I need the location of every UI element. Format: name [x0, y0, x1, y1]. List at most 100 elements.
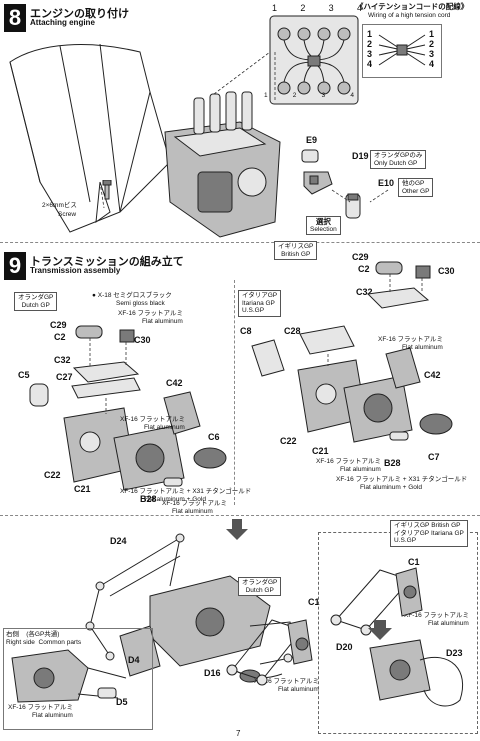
engine-block — [164, 121, 281, 238]
cylinder-number: 3 — [321, 92, 326, 99]
d19-note-jp: オランダGPのみ — [374, 152, 423, 159]
inset-number: 2 — [429, 39, 435, 49]
dutch-gp-note-step10: オランダGP Dutch GP — [238, 577, 282, 596]
gold-jp: XF-16 フラットアルミ + X31 チタンゴールド — [336, 476, 468, 483]
part-c1-label-right: C1 — [408, 557, 420, 567]
xf16-jp: XF-16 フラットアルミ — [120, 416, 185, 423]
part-c30-label-right: C30 — [438, 266, 455, 276]
xf16-jp: XF-16 フラットアルミ — [404, 612, 469, 619]
xf16-en: Flat aluminum — [144, 423, 185, 431]
inset-number: 2 — [367, 39, 373, 49]
part-d16-label: D16 — [204, 668, 221, 678]
part-b28-label-right: B28 — [384, 458, 401, 468]
step-9-left-assembly-drawing — [29, 325, 227, 491]
right-side-common-inset — [3, 628, 153, 730]
divider-step9-10 — [0, 515, 480, 516]
screw-icon — [102, 180, 112, 200]
part-c32-label: C32 — [54, 355, 71, 365]
xf16-paint-note-right-top: XF-16 フラットアルミ Flat aluminum — [378, 336, 443, 351]
down-arrow-icon — [226, 519, 248, 540]
screw-label-en: Screw — [58, 211, 77, 218]
dutch-gp-note: オランダGP Dutch GP — [14, 292, 58, 311]
step-9-right-assembly-drawing — [251, 261, 453, 443]
part-c6-label: C6 — [208, 432, 220, 442]
xf16-jp: XF-16 フラットアルミ — [378, 336, 443, 343]
divider-step9-variants — [234, 280, 235, 505]
step-8-engine-drawing — [9, 43, 281, 238]
xf16-en: Flat aluminum — [428, 619, 469, 627]
part-e9-label: E9 — [306, 135, 318, 145]
right-side-label: 右側 (各GP共通) Right side Common parts — [6, 631, 81, 646]
part-e10-drawing — [345, 193, 361, 219]
xf16-paint-note-left-bottom: XF-16 フラットアルミ Flat aluminum — [162, 500, 227, 515]
xf16-jp: XF-16 フラットアルミ — [254, 678, 319, 685]
ita-gp-jp: イタリアGP — [394, 529, 430, 537]
step-10-dutch-arm-drawing — [226, 619, 313, 686]
gold-jp: XF-16 フラットアルミ + X31 チタンゴールド — [120, 488, 252, 495]
part-c27-label: C27 — [56, 372, 73, 382]
dutch-gp-en: Dutch GP — [21, 301, 50, 309]
x18-paint-note: ● X-18 セミグロスブラック Semi gloss black — [92, 292, 172, 307]
dutch-gp-en: Dutch GP — [245, 586, 274, 594]
inset-number: 1 — [429, 29, 435, 39]
xf16-en: Flat aluminum — [278, 685, 319, 693]
part-e10-label: E10 — [378, 178, 395, 188]
step-10-left-drawing — [85, 533, 301, 683]
page-number: 7 — [236, 729, 241, 738]
xf16-en: Flat aluminum — [402, 343, 443, 351]
x18-en: Semi gloss black — [116, 299, 165, 307]
xf16-en: Flat aluminum — [32, 711, 73, 719]
cylinder-row — [277, 27, 351, 95]
gold-paint-note-right: XF-16 フラットアルミ + X31 チタンゴールド Flat aluminu… — [336, 476, 467, 491]
cylinder-number: 4 — [350, 92, 354, 99]
engine-top-view-drawing — [269, 15, 359, 105]
step-8-title-jp: エンジンの取り付け — [30, 8, 129, 20]
part-b28-label: B28 — [140, 494, 157, 504]
down-arrow-icon — [368, 620, 392, 640]
cylinder-numbers: 1 2 3 4 — [272, 3, 362, 13]
inset-number: 4 — [367, 59, 373, 69]
screw-label-jp: 2×6mmビス — [42, 202, 77, 209]
part-c7-label: C7 — [428, 452, 440, 462]
wiring-title-jp: 《ハイテンションコードの配線》 — [356, 2, 469, 11]
us-gp: U.S.GP — [242, 307, 265, 314]
british-gp-en: British GP — [281, 250, 311, 258]
part-c2-label-right: C2 — [358, 264, 370, 274]
british-gp-note: イギリスGP British GP — [274, 241, 318, 260]
cylinder-number: 1 — [272, 3, 278, 13]
right-side-en: Right side — [6, 638, 35, 646]
xf16-paint-note-left-mid: XF-16 フラットアルミ Flat aluminum — [120, 416, 185, 431]
gold-en: Flat aluminum + Gold — [144, 495, 206, 503]
xf16-paint-note-inset: XF-16 フラットアルミ Flat aluminum — [8, 704, 73, 719]
us-gp: U.S.GP — [394, 537, 417, 544]
part-c2-label: C2 — [54, 332, 66, 342]
d19-note-en: Only Dutch GP — [374, 159, 418, 167]
inset-number: 3 — [429, 49, 435, 59]
part-d5-label: D5 — [116, 697, 128, 707]
part-d23-label: D23 — [446, 648, 463, 658]
cylinder-numbers-bottom: 1 2 3 4 — [264, 92, 354, 100]
xf16-en: Flat aluminum — [340, 465, 381, 473]
italian-gp-jp: イタリアGP — [242, 292, 278, 299]
italian-gp-en: Itariana GP — [242, 299, 275, 307]
xf16-paint-note-left-top: XF-16 フラットアルミ Flat aluminum — [118, 310, 183, 325]
xf16-jp: XF-16 フラットアルミ — [118, 310, 183, 317]
wiring-cross-drawing — [378, 34, 426, 66]
part-c28-label: C28 — [284, 326, 301, 336]
part-c29-label: C29 — [50, 320, 67, 330]
cylinder-number: 4 — [356, 3, 362, 13]
x18-jp: ● X-18 セミグロスブラック — [92, 292, 172, 299]
xf16-jp: XF-16 フラットアルミ — [316, 458, 381, 465]
part-c21-label: C21 — [74, 484, 91, 494]
part-c42-label: C42 — [166, 378, 183, 388]
wiring-inset: 1 2 3 4 1 2 3 4 — [362, 24, 442, 78]
e10-note-jp: 他のGP — [402, 180, 425, 187]
part-d19-label: D19 — [352, 151, 369, 161]
xf16-paint-note-step10-left: XF-16 フラットアルミ Flat aluminum — [254, 678, 319, 693]
common-en: Common parts — [38, 638, 82, 646]
part-c42-label-right: C42 — [424, 370, 441, 380]
xf16-jp: XF-16 フラットアルミ — [162, 500, 227, 507]
d19-note: オランダGPのみ Only Dutch GP — [370, 150, 427, 169]
xf16-paint-note-right-mid: XF-16 フラットアルミ Flat aluminum — [316, 458, 381, 473]
xf16-paint-note-step10-right: XF-16 フラットアルミ Flat aluminum — [404, 612, 469, 627]
